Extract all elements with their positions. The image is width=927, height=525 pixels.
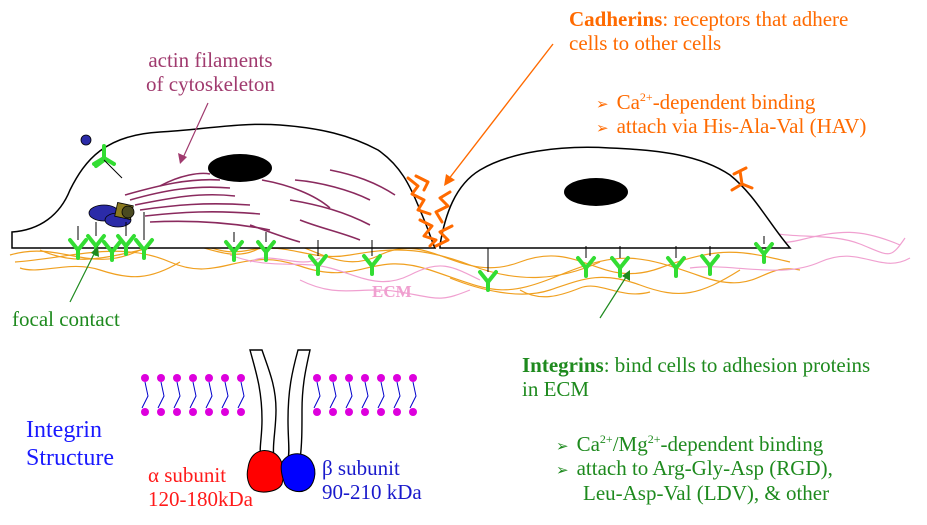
integrins-bullet-1: ➢Ca2+/Mg2+-dependent binding xyxy=(556,432,824,456)
integrins-description: Integrins: bind cells to adhesion protei… xyxy=(522,353,870,401)
integrins-bullet-2: ➢attach to Arg-Gly-Asp (RGD), xyxy=(556,456,833,481)
integrins-desc-line2: in ECM xyxy=(522,377,590,402)
actin-label-line1: actin filaments xyxy=(148,48,273,72)
cadherins-description: Cadherins: receptors that adhere cells t… xyxy=(569,7,848,55)
focal-contact-complex xyxy=(88,202,135,228)
cadherins-title: Cadherins xyxy=(569,7,663,31)
cadherin-junction xyxy=(406,174,454,248)
right-cell-nucleus xyxy=(564,178,628,206)
cadherins-bullet-2: ➢attach via His-Ala-Val (HAV) xyxy=(596,114,867,139)
cadherins-bullets: ➢Ca2+-dependent binding ➢attach via His-… xyxy=(596,90,866,139)
cadherin-callout-arrow xyxy=(444,43,554,186)
cadherins-bullet-1: ➢Ca2+-dependent binding xyxy=(596,90,816,114)
free-ligand xyxy=(80,134,92,146)
actin-label-line2: of cytoskeleton xyxy=(146,72,275,97)
arrow-bullet-icon: ➢ xyxy=(596,121,609,138)
integrin-structure-line1: Integrin xyxy=(26,417,102,443)
beta-subunit-size: 90-210 kDa xyxy=(322,480,422,505)
actin-label: actin filaments of cytoskeleton xyxy=(146,48,275,96)
cadherins-desc-line2: cells to other cells xyxy=(569,31,722,56)
integrin-tethers xyxy=(77,212,765,272)
alpha-subunit-size: 120-180kDa xyxy=(148,487,253,512)
alpha-subunit-name: α subunit xyxy=(148,463,227,487)
integrins-desc-line1: : bind cells to adhesion proteins xyxy=(603,353,871,377)
cadherins-desc-line1: : receptors that adhere xyxy=(662,7,849,31)
ecm-pink-fibers xyxy=(229,229,911,299)
surface-receptor xyxy=(92,144,116,168)
arrow-bullet-icon: ➢ xyxy=(596,97,609,113)
beta-subunit-head xyxy=(280,453,316,493)
beta-subunit-label: β subunit 90-210 kDa xyxy=(322,456,422,504)
focal-contact-callout-arrow xyxy=(69,246,99,303)
integrin-alpha-chain xyxy=(249,349,277,461)
actin-callout-arrow xyxy=(178,102,209,164)
integrin-structure-line2: Structure xyxy=(26,444,114,471)
integrins-bullets: ➢Ca2+/Mg2+-dependent binding ➢attach to … xyxy=(556,432,833,505)
arrow-bullet-icon: ➢ xyxy=(556,463,569,480)
left-cell-nucleus xyxy=(208,154,272,182)
beta-subunit-name: β subunit xyxy=(322,456,400,480)
integrin-beta-chain xyxy=(287,349,311,461)
left-cell-membrane xyxy=(11,123,437,249)
arrow-bullet-icon: ➢ xyxy=(556,439,569,455)
integrins-title: Integrins xyxy=(522,353,604,377)
focal-contact-label: focal contact xyxy=(12,307,120,331)
cadherin-right-cell xyxy=(730,166,754,192)
alpha-subunit-head xyxy=(246,450,285,493)
integrin-structure-label: Integrin Structure xyxy=(26,417,114,472)
actin-filaments xyxy=(124,169,396,243)
ecm-label: ECM xyxy=(372,282,412,301)
lipid-bilayer xyxy=(141,374,417,416)
integrin-callout-arrow xyxy=(599,270,630,319)
alpha-subunit-label: α subunit 120-180kDa xyxy=(148,463,253,511)
integrins-bullet-2-continued: Leu-Asp-Val (LDV), & other xyxy=(583,480,830,505)
